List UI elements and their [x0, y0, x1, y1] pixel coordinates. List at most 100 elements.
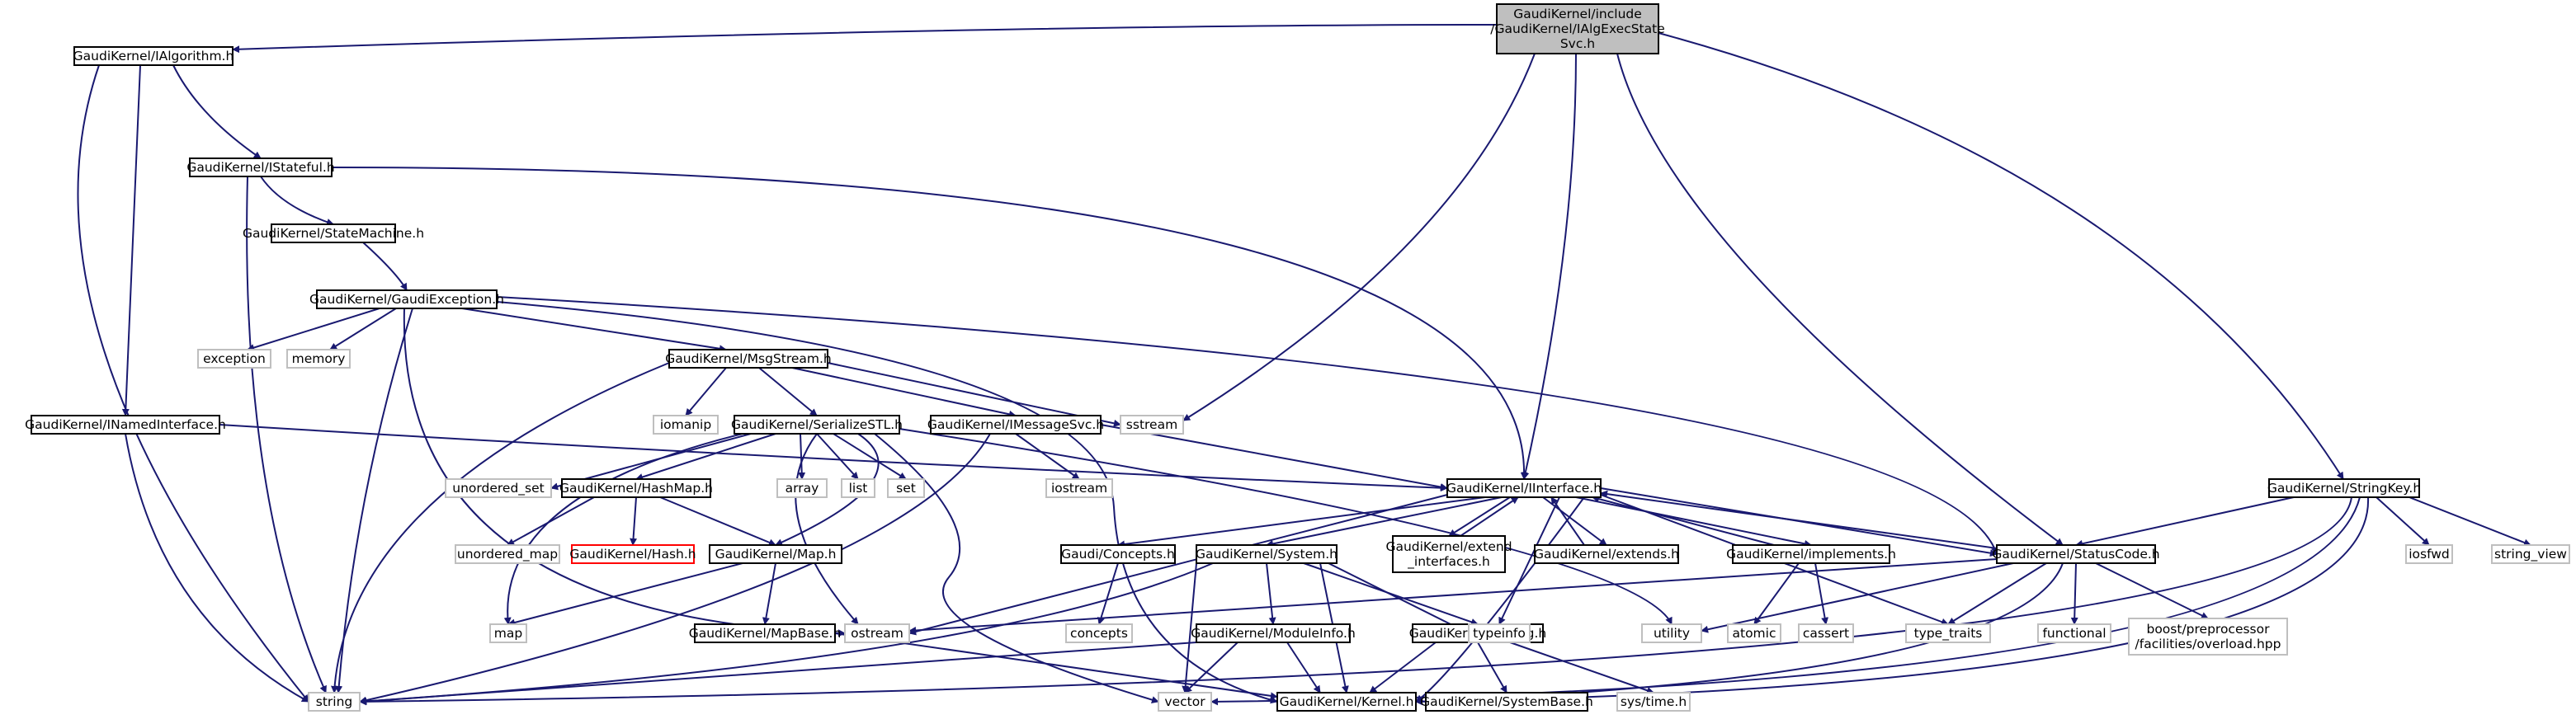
- node-label: iosfwd: [2409, 547, 2450, 562]
- edge-statuscode-to-boost_overload: [2095, 562, 2209, 619]
- node-serializestl[interactable]: GaudiKernel/SerializeSTL.h: [731, 415, 903, 435]
- node-iinterface[interactable]: GaudiKernel/IInterface.h: [1446, 478, 1602, 498]
- node-box: [1045, 478, 1113, 498]
- node-string-view: string_view: [2491, 544, 2570, 564]
- node-mapbase[interactable]: GaudiKernel/MapBase.h: [689, 623, 842, 643]
- node-imessagesvc[interactable]: GaudiKernel/IMessageSvc.h: [927, 415, 1104, 435]
- edge-root-to-statuscode: [1616, 53, 2064, 546]
- edge-statuscode-to-ostream: [908, 558, 1998, 634]
- node-box: [1534, 544, 1679, 564]
- node-box: [1732, 544, 1890, 564]
- node-cassert: cassert: [1798, 623, 1854, 643]
- node-label: string_view: [2494, 547, 2567, 562]
- edge-imessagesvc-to-string: [359, 433, 991, 704]
- node-label: GaudiKernel/Map.h: [715, 547, 837, 562]
- node-label: GaudiKernel/SerializeSTL.h: [731, 417, 903, 432]
- edge-system-to-string: [359, 562, 1214, 705]
- node-box: [1616, 692, 1691, 712]
- edge-msgstream-to-iomanip: [685, 367, 727, 416]
- edge-stringkey-to-statuscode: [2075, 496, 2295, 548]
- edge-iinterface-to-concepts_h: [1117, 496, 1486, 548]
- node-box: [694, 623, 836, 643]
- node-concepts-h[interactable]: Gaudi/Concepts.h: [1060, 544, 1176, 564]
- node-label: GaudiKernel/include: [1513, 7, 1642, 21]
- edge-gaudiexception-to-exception: [247, 308, 380, 351]
- node-gaudiexception[interactable]: GaudiKernel/GaudiException.h: [309, 289, 504, 309]
- node-implements[interactable]: GaudiKernel/implements.h: [1726, 544, 1896, 564]
- node-label: /GaudiKernel/IAlgExecState: [1490, 21, 1665, 36]
- node-label: sys/time.h: [1621, 694, 1687, 709]
- edge-mapH-to-map: [507, 562, 743, 627]
- node-label: GaudiKernel/MapBase.h: [689, 626, 842, 641]
- edge-iinterface-to-ostream: [908, 494, 1448, 636]
- edge-root-to-ialgorithm: [232, 24, 1498, 54]
- edge-iinterface-to-extend_interfaces: [1448, 496, 1511, 537]
- node-boost-overload: boost/preprocessor/facilities/overload.h…: [2128, 618, 2288, 656]
- node-box: [1425, 692, 1588, 712]
- edge-timing-to-systembase: [1477, 642, 1507, 693]
- node-box: [189, 157, 333, 177]
- node-box: [1468, 623, 1531, 643]
- node-box: [571, 544, 695, 564]
- edge-gaudiexception-to-msgstream: [461, 308, 727, 353]
- edge-extends-to-iinterface: [1550, 496, 1585, 546]
- node-msgstream[interactable]: GaudiKernel/MsgStream.h: [665, 349, 832, 369]
- node-root[interactable]: GaudiKernel/include/GaudiKernel/IAlgExec…: [1490, 3, 1665, 54]
- node-hashmap[interactable]: GaudiKernel/HashMap.h: [559, 478, 713, 498]
- node-extend-interfaces[interactable]: GaudiKernel/extend_interfaces.h: [1385, 535, 1512, 573]
- edge-serializestl-to-map: [503, 433, 743, 625]
- node-label: GaudiKernel/IAlgorithm.h: [73, 49, 234, 63]
- edge-serializestl-to-list: [816, 433, 859, 480]
- node-box: [709, 544, 842, 564]
- node-kernel[interactable]: GaudiKernel/Kernel.h: [1276, 692, 1417, 712]
- edge-msgstream-to-serializestl: [758, 367, 818, 416]
- node-label: set: [896, 481, 916, 496]
- node-box: [1641, 623, 1702, 643]
- node-label: GaudiKernel/implements.h: [1726, 547, 1896, 562]
- node-box: [734, 415, 900, 435]
- edge-ialgorithm-to-istateful: [172, 64, 262, 159]
- node-label: unordered_map: [457, 547, 558, 562]
- node-statuscode[interactable]: GaudiKernel/StatusCode.h: [1992, 544, 2160, 564]
- node-unordered-map: unordered_map: [455, 544, 560, 564]
- node-box: [286, 349, 351, 369]
- node-inamedinterface[interactable]: GaudiKernel/INamedInterface.h: [25, 415, 226, 435]
- node-mapH[interactable]: GaudiKernel/Map.h: [709, 544, 842, 564]
- node-hash[interactable]: GaudiKernel/Hash.h: [569, 544, 696, 564]
- edge-moduleinfo-to-kernel: [1286, 642, 1321, 693]
- node-extends[interactable]: GaudiKernel/extends.h: [1534, 544, 1679, 564]
- edge-implements-to-iinterface: [1592, 495, 1775, 546]
- node-label: Gaudi/Concepts.h: [1061, 547, 1175, 562]
- node-moduleinfo[interactable]: GaudiKernel/ModuleInfo.h: [1191, 623, 1356, 643]
- node-systembase[interactable]: GaudiKernel/SystemBase.h: [1420, 692, 1593, 712]
- node-label: type_traits: [1914, 626, 1983, 642]
- node-box: [31, 415, 220, 435]
- node-sstream: sstream: [1120, 415, 1184, 435]
- node-ialgorithm[interactable]: GaudiKernel/IAlgorithm.h: [73, 46, 234, 66]
- edge-statuscode-to-utility: [1701, 562, 2014, 633]
- node-system[interactable]: GaudiKernel/System.h: [1196, 544, 1338, 564]
- edge-statuscode-to-functional: [2070, 562, 2078, 625]
- node-box: [1446, 478, 1602, 498]
- node-vector: vector: [1158, 692, 1212, 712]
- node-label: list: [849, 481, 868, 496]
- node-functional: functional: [2037, 623, 2111, 643]
- node-stringkey[interactable]: GaudiKernel/StringKey.h: [2267, 478, 2421, 498]
- node-box: [445, 478, 552, 498]
- node-istateful[interactable]: GaudiKernel/IStateful.h: [186, 157, 335, 177]
- edge-extend_interfaces-to-iinterface: [1460, 496, 1519, 537]
- edge-imessagesvc-to-iostream: [1015, 433, 1080, 480]
- edge-imessagesvc-to-iinterface: [1100, 424, 1448, 491]
- node-label: /facilities/overload.hpp: [2135, 637, 2281, 651]
- edge-moduleinfo-to-string: [359, 642, 1197, 705]
- node-label: exception: [203, 351, 266, 366]
- node-statemachine[interactable]: GaudiKernel/StateMachine.h: [243, 223, 424, 243]
- node-ostream: ostream: [844, 623, 910, 643]
- node-box: [1196, 623, 1351, 643]
- node-label: iomanip: [660, 417, 711, 432]
- node-box: [308, 692, 361, 712]
- node-label: sstream: [1126, 417, 1177, 432]
- node-label: GaudiKernel/INamedInterface.h: [25, 417, 226, 432]
- node-type-traits: type_traits: [1905, 623, 1991, 643]
